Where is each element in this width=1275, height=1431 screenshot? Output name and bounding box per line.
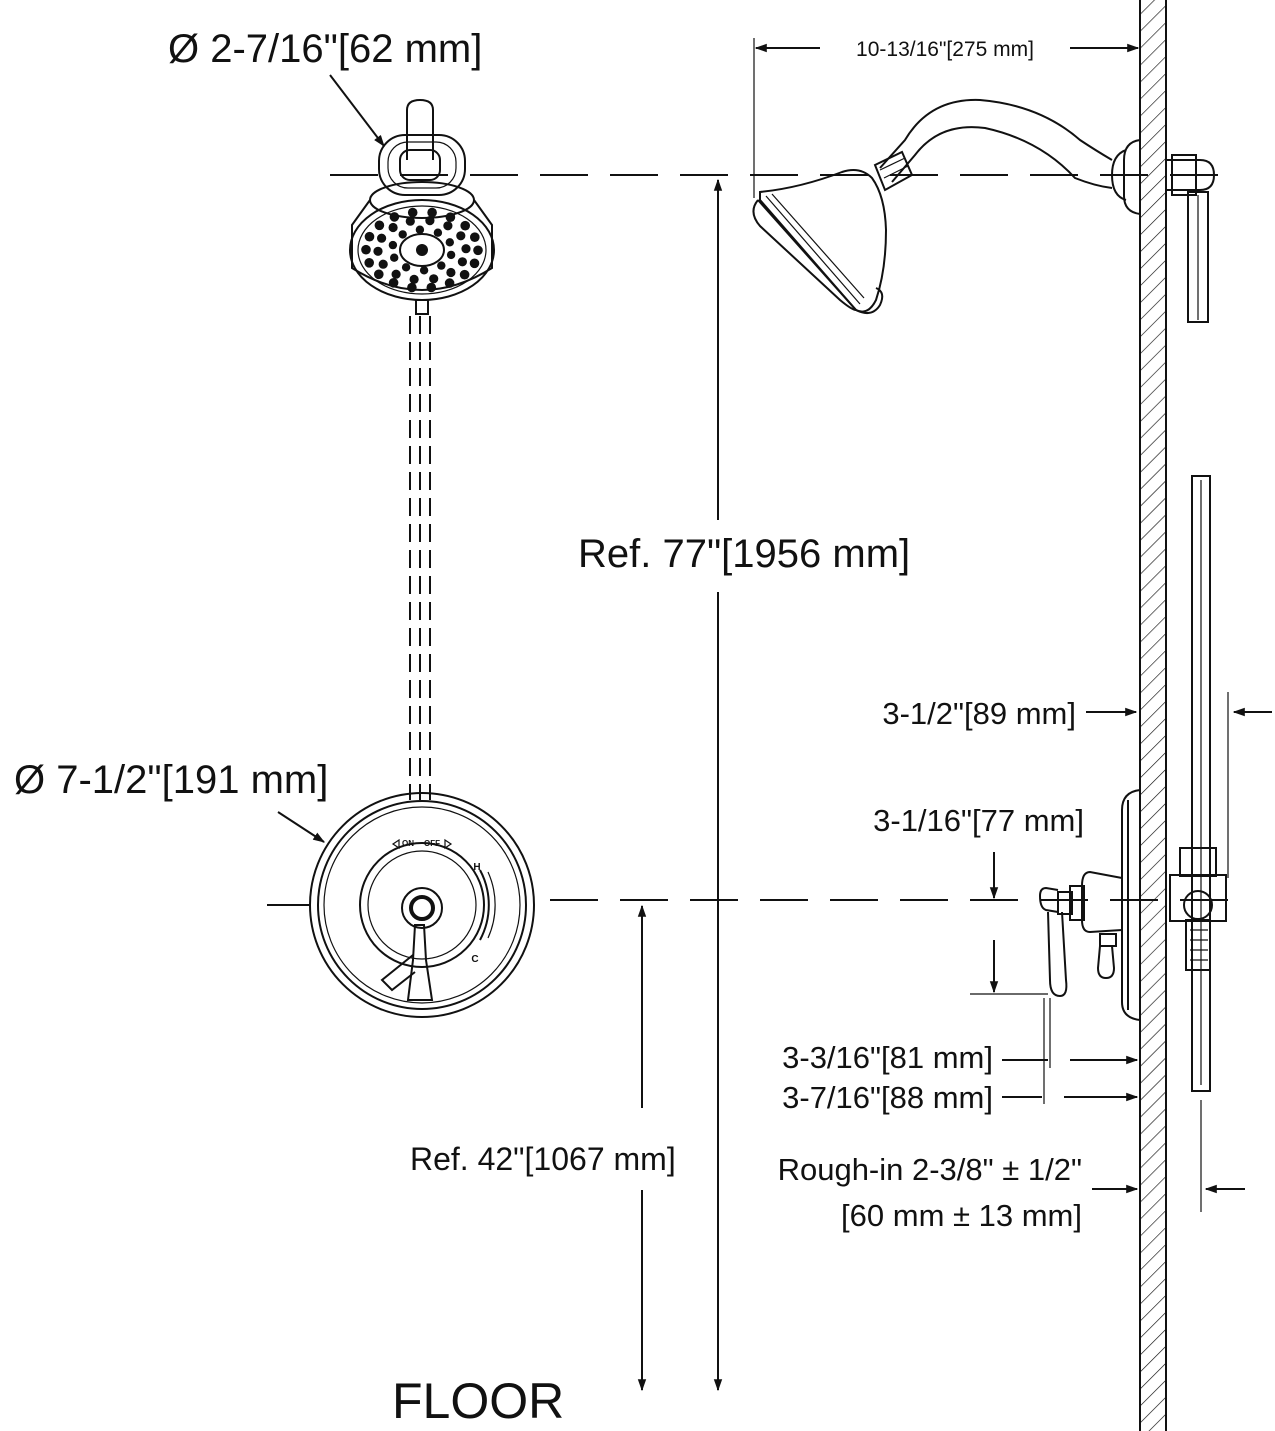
nozzle-dot	[470, 232, 480, 242]
trim-off-marking: OFF	[424, 839, 440, 848]
rough-in-label-line1: Rough-in 2-3/8" ± 1/2"	[778, 1152, 1082, 1187]
nozzle-dot	[378, 259, 388, 269]
nozzle-dot	[409, 274, 419, 284]
showerhead-diameter-leader	[329, 74, 385, 147]
nozzle-dot	[445, 238, 454, 247]
nozzle-dot	[446, 250, 456, 260]
spray-nozzles	[361, 207, 483, 293]
nozzle-dot	[445, 212, 456, 222]
nozzle-dot	[469, 258, 480, 269]
nozzle-dot	[388, 278, 399, 288]
supply-pipe-hidden	[409, 316, 431, 800]
showerhead-diameter-label: Ø 2-7/16"[62 mm]	[168, 27, 482, 71]
nozzle-dot	[415, 225, 425, 234]
projection-a-label: 3-3/16"[81 mm]	[782, 1040, 993, 1075]
nozzle-dot	[390, 253, 399, 262]
showerhead-height-label: Ref. 77"[1956 mm]	[578, 532, 910, 576]
nozzle-dot	[391, 269, 401, 279]
trim-diameter-label: Ø 7-1/2"[191 mm]	[14, 758, 328, 802]
nozzle-dot	[437, 261, 446, 270]
showerhead-front-view	[349, 98, 495, 315]
projection-b-label: 3-7/16"[88 mm]	[782, 1080, 993, 1115]
nozzle-dot	[389, 212, 400, 222]
nozzle-dot	[398, 230, 407, 239]
rough-in-label-line2: [60 mm ± 13 mm]	[841, 1198, 1082, 1233]
floor-label: FLOOR	[392, 1373, 564, 1429]
nozzle-dot	[401, 263, 411, 272]
nozzle-dot	[456, 231, 466, 241]
nozzle-dot	[407, 207, 418, 218]
handle-offset-label: 3-1/16"[77 mm]	[873, 803, 1084, 838]
nozzle-dot	[427, 207, 437, 218]
nozzle-dot	[459, 269, 470, 280]
nozzle-dot	[374, 269, 384, 280]
valve-side-view	[1038, 475, 1227, 1092]
trim-cold-marking: C	[471, 954, 478, 965]
trim-on-marking: ON	[402, 839, 414, 848]
trim-hot-marking: H	[473, 862, 480, 873]
nozzle-dot	[407, 282, 417, 293]
nozzle-dot	[457, 257, 467, 267]
arrow-right-icon	[444, 838, 453, 850]
nozzle-dot	[446, 267, 456, 278]
arrow-left-icon	[391, 838, 400, 850]
nozzle-dot	[419, 266, 429, 275]
nozzle-dot	[388, 240, 398, 250]
valve-trim-front-view: ON OFF H C	[309, 792, 535, 1018]
nozzle-dot	[433, 228, 443, 237]
showerhead-side-view	[752, 98, 1141, 315]
arm-reach-label: 10-13/16"[275 mm]	[856, 38, 1034, 61]
nozzle-dot	[473, 245, 483, 256]
nozzle-dot	[374, 220, 385, 231]
nozzle-dot	[405, 216, 415, 226]
nozzle-dot	[460, 220, 471, 231]
nozzle-dot	[364, 231, 375, 242]
nozzle-dot	[373, 246, 383, 256]
trim-diameter-leader	[277, 811, 326, 843]
nozzle-dot	[443, 221, 453, 231]
nozzle-dot	[425, 216, 435, 226]
nozzle-dot	[377, 233, 387, 243]
valve-height-label: Ref. 42"[1067 mm]	[410, 1141, 676, 1177]
nozzle-dot	[444, 278, 455, 288]
supply-elbow-side-view	[1166, 154, 1216, 323]
wall-section	[1139, 0, 1167, 1431]
valve-depth-label: 3-1/2"[89 mm]	[882, 696, 1076, 731]
nozzle-dot	[364, 258, 375, 268]
nozzle-dot	[429, 274, 439, 284]
nozzle-dot	[388, 222, 398, 233]
nozzle-dot	[361, 244, 371, 255]
nozzle-dot	[426, 282, 437, 293]
nozzle-dot	[461, 244, 471, 254]
